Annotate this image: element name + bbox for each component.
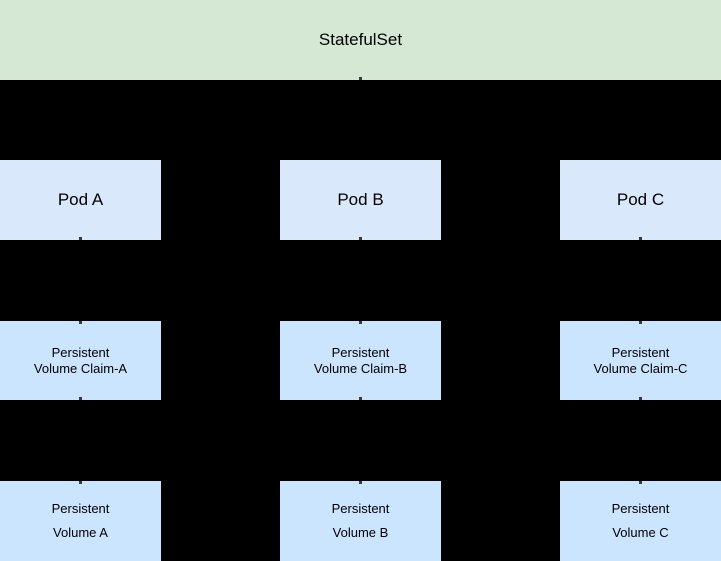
pvc-b-label-line2: Volume Claim-B [313,360,408,376]
pv-c-node: Persistent Volume C [560,481,721,561]
pv-b-label-line2: Volume B [332,525,389,540]
pvc-a-label-line2: Volume Claim-A [33,360,128,376]
connector-stub [359,481,362,484]
pv-c-label-line1: Persistent [611,501,670,516]
connector-stub [79,481,82,484]
pod-a-label: Pod A [57,190,104,209]
pvc-c-label-line2: Volume Claim-C [593,360,688,376]
pod-c-label: Pod C [616,190,665,209]
statefulset-node: StatefulSet [0,0,721,80]
connector-stub [79,237,82,240]
pod-a-node: Pod A [0,160,161,240]
pod-b-node: Pod B [280,160,441,240]
statefulset-label: StatefulSet [318,30,403,49]
pvc-a-label-line1: Persistent [51,344,110,360]
pvc-c-node: Persistent Volume Claim-C [560,321,721,400]
connector-stub [639,321,642,324]
connector-stub [359,77,362,80]
pvc-b-label-line1: Persistent [331,344,390,360]
pod-b-label: Pod B [337,190,384,209]
connector-stub [359,321,362,324]
pv-b-label-line1: Persistent [331,501,390,516]
connector-stub [79,397,82,400]
pvc-a-node: Persistent Volume Claim-A [0,321,161,400]
connector-stub [639,237,642,240]
pv-a-label-line1: Persistent [51,501,110,516]
connector-stub [359,397,362,400]
pvc-c-label-line1: Persistent [611,344,670,360]
pvc-b-node: Persistent Volume Claim-B [280,321,441,400]
pv-b-node: Persistent Volume B [280,481,441,561]
connector-stub [639,481,642,484]
pod-c-node: Pod C [560,160,721,240]
connector-stub [639,397,642,400]
connector-stub [79,321,82,324]
connector-stub [359,237,362,240]
pv-a-label-line2: Volume A [53,525,108,540]
pv-a-node: Persistent Volume A [0,481,161,561]
pv-c-label-line2: Volume C [612,525,669,540]
